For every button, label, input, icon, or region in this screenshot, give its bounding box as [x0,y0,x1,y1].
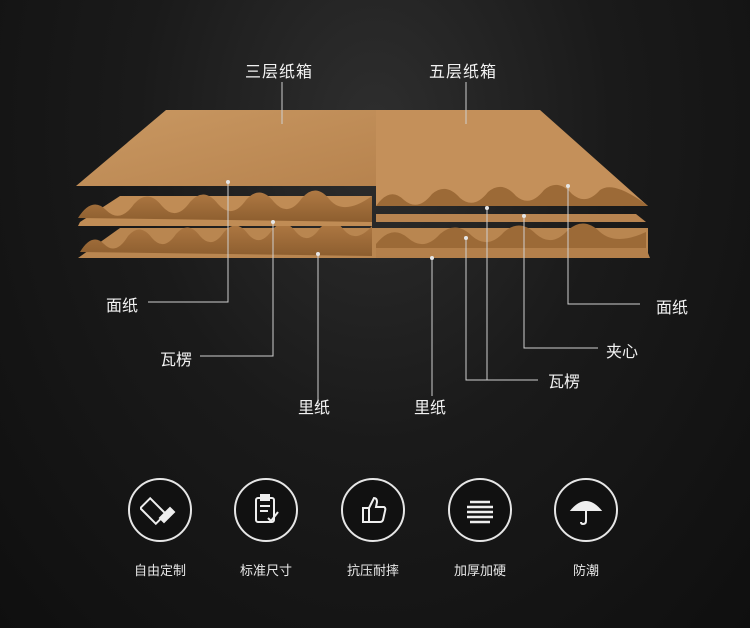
feature-custom: 自由定制 [105,478,215,579]
thumbs-up-icon [341,478,405,542]
right-middle-label: 夹心 [606,342,639,361]
flute-layer-lower [80,221,372,256]
feature-moisture-label: 防潮 [572,564,599,579]
left-flute-label: 瓦楞 [160,350,193,369]
five-middle-sheet [376,214,646,222]
five-flute-2 [376,223,646,248]
clipboard-check-icon [234,478,298,542]
feature-thick-label: 加厚加硬 [453,564,506,579]
feature-moisture: 防潮 [531,478,641,579]
flute-layer-upper [78,190,372,222]
pencil-ruler-icon [128,478,192,542]
layers-icon [448,478,512,542]
right-face-label: 面纸 [656,298,689,317]
board-illustration [76,82,650,404]
right-flute-label: 瓦楞 [548,372,581,391]
five-layer-title: 五层纸箱 [429,62,498,81]
face-sheet-left [76,110,376,186]
feature-custom-label: 自由定制 [133,564,186,579]
three-layer-title: 三层纸箱 [245,62,314,81]
feature-strong-label: 抗压耐摔 [346,564,399,579]
left-face-label: 面纸 [106,296,139,315]
umbrella-icon [554,478,618,542]
feature-standard: 标准尺寸 [211,478,321,579]
feature-strong: 抗压耐摔 [318,478,428,579]
five-liner-sheet [376,248,650,258]
five-flute-1 [376,184,648,206]
left-liner-label: 里纸 [298,398,331,417]
face-sheet-right [376,110,648,206]
feature-thick: 加厚加硬 [425,478,535,579]
right-liner-label: 里纸 [414,398,447,417]
feature-standard-label: 标准尺寸 [239,564,292,579]
